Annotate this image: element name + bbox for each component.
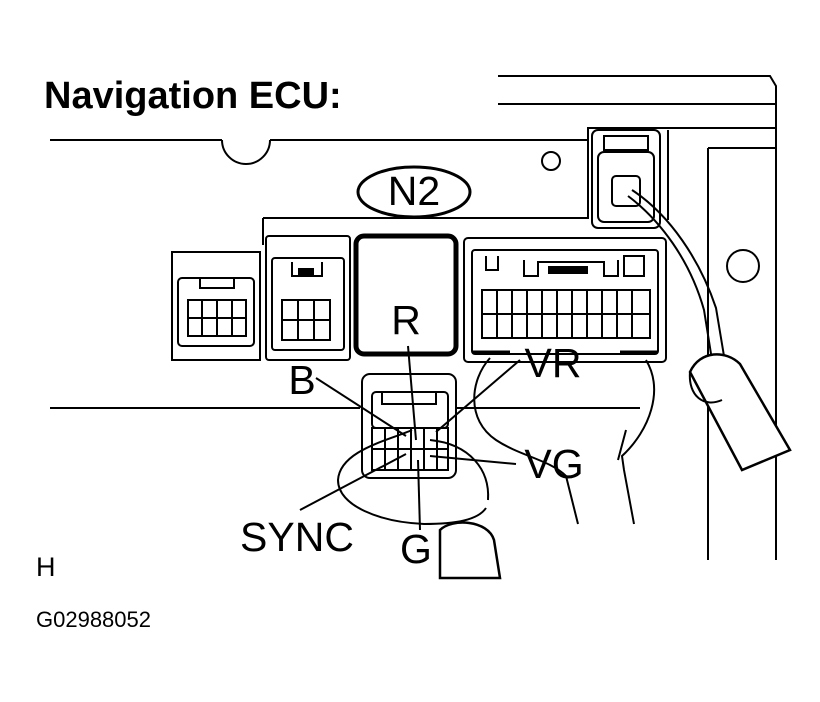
connector-large [463,237,667,363]
leader-vg [429,455,517,465]
leader-sync [299,453,407,511]
label-vr: VR [525,340,582,386]
corner-letter: H [36,552,56,582]
leader-r [407,345,417,441]
diagram-title: Navigation ECU: [44,75,342,117]
leader-g [417,459,421,531]
probe-right [627,189,792,472]
figure-code: G02988052 [36,607,151,632]
ecu-housing [50,75,777,560]
probe-bottom [336,429,502,580]
connector-tag-n2: N2 [356,165,472,219]
connector-top-right [591,129,669,229]
label-r: R [391,297,421,343]
label-sync: SYNC [240,514,354,560]
hand-outline [473,357,655,525]
connector-tag-text: N2 [388,168,440,214]
leader-lines [299,345,521,531]
connector-second [265,235,351,361]
leader-vr [435,359,521,433]
leader-b [315,377,407,437]
mounting-hole [726,249,760,283]
label-vg: VG [524,441,583,487]
connector-probed [361,373,457,479]
label-g: G [400,526,432,572]
label-b: B [288,357,315,403]
screw-hole [541,151,561,171]
connector-blank [353,233,459,357]
connector-left [171,251,261,361]
